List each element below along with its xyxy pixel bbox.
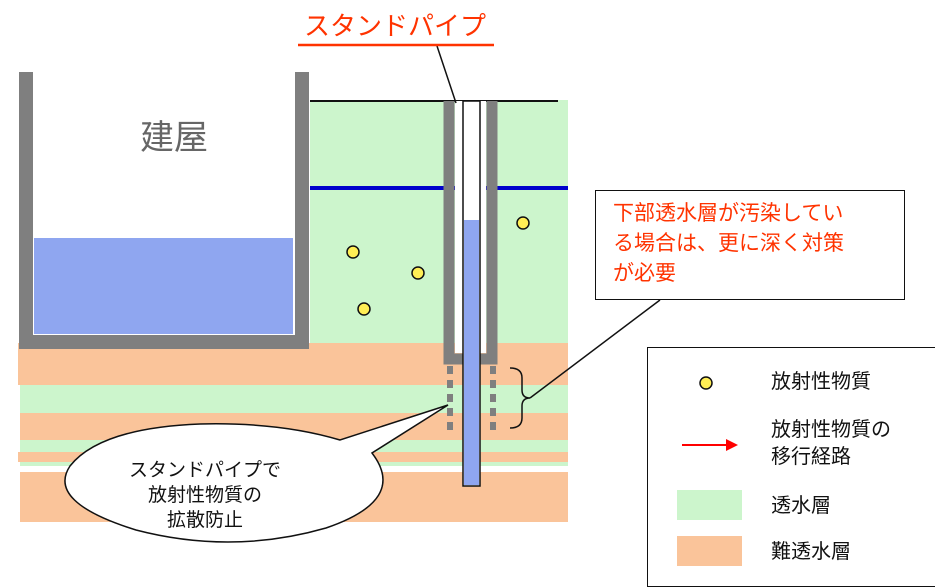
legend-impermeable-label: 難透水層 <box>771 539 851 563</box>
well-tube-water <box>464 220 479 485</box>
radioactive-particle <box>516 216 530 230</box>
standpipe-leader-line <box>436 45 457 104</box>
radioactive-particle <box>411 266 425 280</box>
building-stagnant-water <box>34 238 293 334</box>
callout-text: 下部透水層が汚染してい る場合は、更に深く対策 が必要 <box>613 201 844 285</box>
callout-leader-line <box>529 299 661 399</box>
speech-bubble <box>64 404 449 543</box>
legend-permeable-label: 透水層 <box>771 493 831 517</box>
legend-migration-label: 放射性物質の 移行経路 <box>771 417 891 468</box>
standpipe-label: スタンドパイプ <box>304 12 487 42</box>
callout-box <box>595 190 905 300</box>
permeable-layer-band-1 <box>20 385 568 413</box>
speech-bubble-text: スタンドパイプで 放射性物質の 拡散防止 <box>128 459 281 531</box>
legend-radioactive-label: 放射性物質 <box>771 369 871 393</box>
radioactive-particle <box>346 245 360 259</box>
radioactive-particle <box>357 302 371 316</box>
building-label: 建屋 <box>140 118 208 158</box>
building-wall <box>19 72 309 349</box>
